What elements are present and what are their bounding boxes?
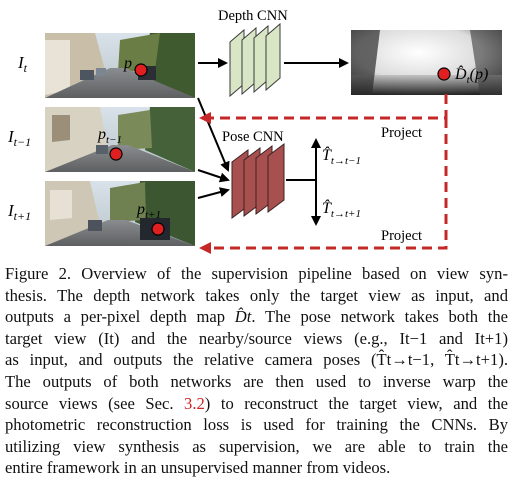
caption-math-depth: D̂t [234, 307, 252, 327]
point-p-next [151, 222, 165, 236]
point-label-target: p [123, 55, 132, 72]
depth-cnn-label: Depth CNN [218, 8, 288, 24]
caption-line-3: outputs a per-pixel depth map D̂t. The p… [5, 307, 508, 327]
point-label-next: pt+1 [136, 201, 161, 221]
pose-cnn-block [231, 143, 285, 219]
figure-caption: Figure 2. Overview of the supervision pi… [5, 263, 508, 479]
caption-line-8: photometric reconstruction loss is used … [5, 415, 508, 435]
depth-output-label: D̂t(p) [454, 64, 488, 86]
arrow-prev-to-pose-cnn [197, 169, 230, 183]
pose-output-label-next: T̂t→t+1 [322, 198, 361, 220]
project-arrow-prev [199, 94, 448, 124]
arrow-next-to-pose-cnn [197, 187, 230, 199]
caption-line-7: source views (see Sec. 3.2) to reconstru… [5, 393, 509, 413]
section-reference-link[interactable]: 3.2 [184, 393, 205, 413]
arrow-target-to-pose-cnn [197, 97, 230, 172]
image-source-frame-next [45, 181, 195, 246]
point-p-target [134, 63, 148, 77]
depth-map-output [351, 30, 502, 95]
caption-line-9: utilizing view synthesis as supervision,… [5, 436, 508, 456]
image-target-frame [45, 33, 195, 98]
point-label-prev: pt−1 [97, 126, 122, 146]
pose-cnn-label: Pose CNN [222, 129, 284, 145]
image-source-frame-prev [45, 107, 195, 172]
caption-line-6: The outputs of both networks are then us… [5, 371, 508, 391]
project-arrow-next [199, 118, 448, 254]
caption-line-10: entire framework in an unsupervised mann… [5, 458, 391, 478]
caption-line-5: as input, and outputs the relative camer… [5, 350, 508, 370]
pipeline-figure: It It−1 It+1 [7, 8, 502, 254]
project-label-next: Project [381, 228, 422, 244]
caption-line-2: thesis. The depth network takes only the… [5, 285, 508, 305]
point-p-prev [109, 147, 123, 161]
caption-line-4: target view (It) and the nearby/source v… [5, 328, 508, 348]
frame-label-t: It [17, 53, 28, 75]
frame-label-t-minus-1: It−1 [7, 127, 31, 149]
point-depth-map [437, 67, 451, 81]
frame-label-t-plus-1: It+1 [7, 201, 31, 223]
depth-cnn-block [229, 22, 281, 98]
pose-output-label-prev: T̂t→t−1 [322, 145, 361, 167]
project-label-prev: Project [381, 125, 422, 141]
caption-line-1: Figure 2. Overview of the supervision pi… [5, 264, 508, 283]
